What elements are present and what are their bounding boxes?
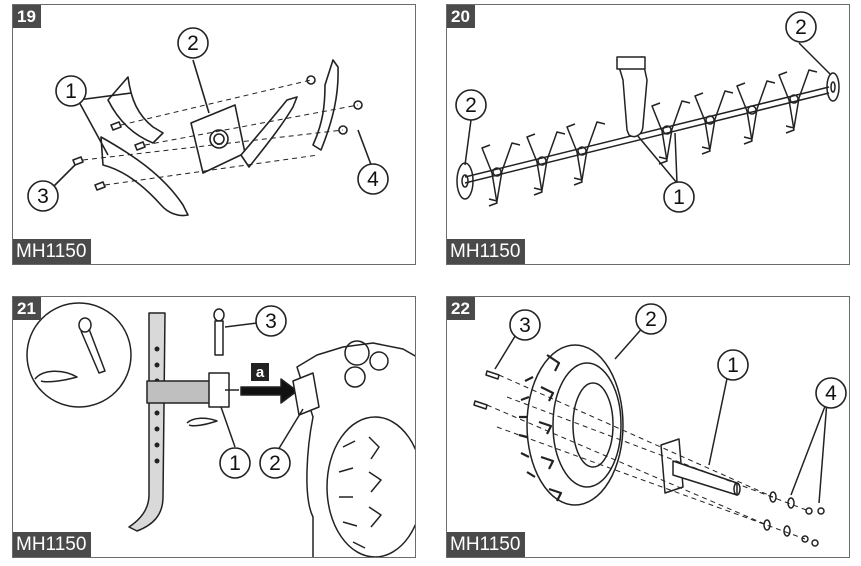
model-label: MH1150: [13, 532, 92, 557]
tine-cluster: [526, 131, 566, 196]
axle: [672, 460, 738, 496]
flange-plate: [190, 104, 246, 174]
tiller-shaft: [464, 86, 830, 178]
callout-label: 3: [265, 310, 277, 333]
callout-circle: [509, 309, 541, 341]
callout-label: 3: [519, 314, 531, 337]
figure-21-panel: 21: [12, 296, 416, 558]
callout-circle: [717, 349, 749, 381]
callout-label: 1: [229, 452, 241, 475]
spring-clip: [186, 417, 218, 427]
tine-cluster: [736, 80, 776, 145]
callout-label: 2: [795, 16, 807, 39]
callout-circle: [785, 11, 817, 43]
nut: [338, 125, 348, 135]
callout-circle: [255, 305, 287, 337]
callout-circle: [177, 27, 209, 59]
callout-circle: [455, 89, 487, 121]
bolt: [72, 156, 84, 166]
model-label: MH1150: [447, 239, 526, 264]
bolt: [94, 181, 106, 191]
arrow-label: a: [256, 364, 265, 381]
callout-label: 4: [367, 168, 379, 191]
bolt: [110, 121, 122, 131]
gearbox: [616, 56, 648, 138]
tyre: [526, 344, 624, 506]
bolt: [485, 370, 500, 380]
tiller-machine: [292, 340, 415, 557]
callout-label: 1: [673, 186, 685, 209]
figure-number: 22: [447, 297, 475, 320]
hitch-pin: [213, 308, 225, 356]
figure-20-panel: 20: [446, 4, 850, 265]
tine-blade: [312, 59, 339, 151]
nut: [353, 100, 363, 110]
tiller-shaft-illustration: 2 2 1: [455, 11, 840, 213]
figure-number: 21: [13, 297, 41, 320]
depth-bar: [128, 312, 166, 532]
callout-circle: [357, 163, 389, 195]
callout-label: 4: [825, 382, 837, 405]
tine-blade: [107, 76, 164, 144]
depth-bar-illustration: a 3 1 2: [26, 302, 415, 557]
figure-19-panel: 19: [12, 4, 416, 265]
pin-detail: [78, 317, 106, 374]
callout-label: 1: [65, 80, 77, 103]
wheel-assembly-illustration: 3 2 1 4: [473, 303, 847, 547]
tine-cluster: [481, 142, 521, 207]
tine-cluster: [651, 100, 691, 165]
callout-circle: [55, 75, 87, 107]
callout-circle: [663, 181, 695, 213]
side-disc: [826, 72, 840, 102]
model-label: MH1150: [13, 239, 92, 264]
callout-label: 2: [465, 94, 477, 117]
nut: [306, 75, 316, 85]
callout-circle: [259, 447, 291, 479]
tine-blade: [100, 136, 189, 217]
tine-cluster: [566, 121, 606, 186]
tine-cluster: [694, 90, 734, 155]
callout-label: 3: [37, 185, 49, 208]
figure-22-panel: 22: [446, 296, 850, 558]
callout-label: 2: [269, 452, 281, 475]
clip-detail: [34, 370, 78, 383]
fastener-set: [763, 491, 825, 547]
tine-blade: [240, 96, 298, 168]
bolt: [134, 141, 146, 151]
tine-assembly-illustration: 1 2 3 4: [27, 27, 389, 217]
callout-circle: [815, 377, 847, 409]
callout-label: 2: [645, 308, 657, 331]
callout-label: 1: [727, 354, 739, 377]
direction-arrow: [240, 378, 298, 404]
detail-inset: [26, 302, 132, 408]
callout-label: 2: [187, 32, 199, 55]
model-label: MH1150: [447, 532, 526, 557]
callout-circle: [635, 303, 667, 335]
arrow-label-box: [251, 363, 269, 381]
wheel-hub: [660, 438, 684, 494]
bolt: [473, 400, 488, 410]
figure-number: 19: [13, 5, 41, 28]
tine-cluster: [778, 69, 818, 134]
figure-number: 20: [447, 5, 475, 28]
callout-circle: [27, 180, 59, 212]
callout-circle: [219, 447, 251, 479]
